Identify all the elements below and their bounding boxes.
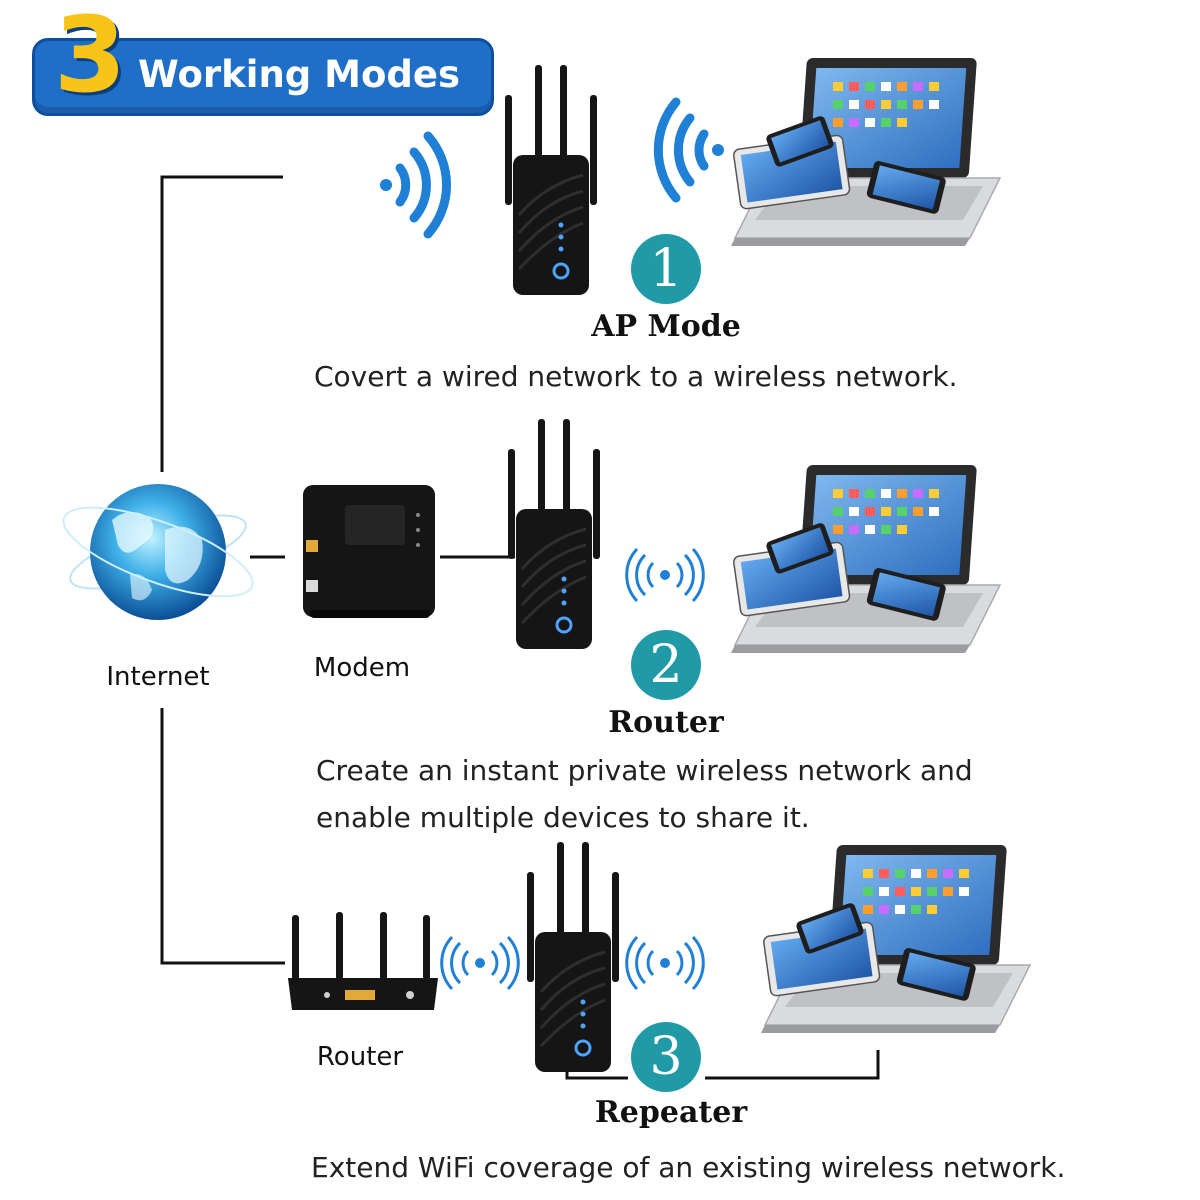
label-internet: Internet xyxy=(106,662,210,692)
badge-number: 3 xyxy=(53,0,127,116)
router-icon xyxy=(288,912,438,1010)
mode-desc-router-line2: enable multiple devices to share it. xyxy=(316,801,810,834)
laptop-ap-icon xyxy=(730,57,1001,247)
step-number-1: 1 xyxy=(631,234,701,304)
label-modem: Modem xyxy=(313,653,411,683)
signal-repeater-right-icon xyxy=(625,935,705,991)
signal-router-icon xyxy=(625,547,705,603)
signal-repeater-left-icon xyxy=(440,935,520,991)
badge-title: Working Modes xyxy=(138,53,460,96)
mode-title-ap: AP Mode xyxy=(591,309,741,344)
mode-desc-repeater: Extend WiFi coverage of an existing wire… xyxy=(311,1151,1066,1184)
laptop-router-icon xyxy=(730,464,1001,654)
line-internet-to-ap xyxy=(160,175,283,472)
modes-badge xyxy=(32,38,494,116)
mode-desc-ap: Covert a wired network to a wireless net… xyxy=(314,360,958,393)
step-number-3: 3 xyxy=(631,1022,701,1092)
extender-repeater-icon xyxy=(525,840,621,1074)
modem-icon xyxy=(303,485,435,618)
mode-title-router: Router xyxy=(608,705,724,740)
mode-desc-router-line1: Create an instant private wireless netwo… xyxy=(316,754,973,787)
label-router: Router xyxy=(316,1042,404,1072)
extender-router-icon xyxy=(506,417,602,651)
wifi-waves-left-icon xyxy=(380,131,451,239)
laptop-repeater-icon xyxy=(760,844,1031,1034)
wifi-waves-right-icon xyxy=(653,97,724,203)
step-number-2: 2 xyxy=(631,630,701,700)
line-internet-to-router xyxy=(160,708,285,965)
mode-title-repeater: Repeater xyxy=(594,1095,748,1130)
extender-ap-icon xyxy=(503,63,599,297)
internet-globe-icon xyxy=(62,484,254,620)
